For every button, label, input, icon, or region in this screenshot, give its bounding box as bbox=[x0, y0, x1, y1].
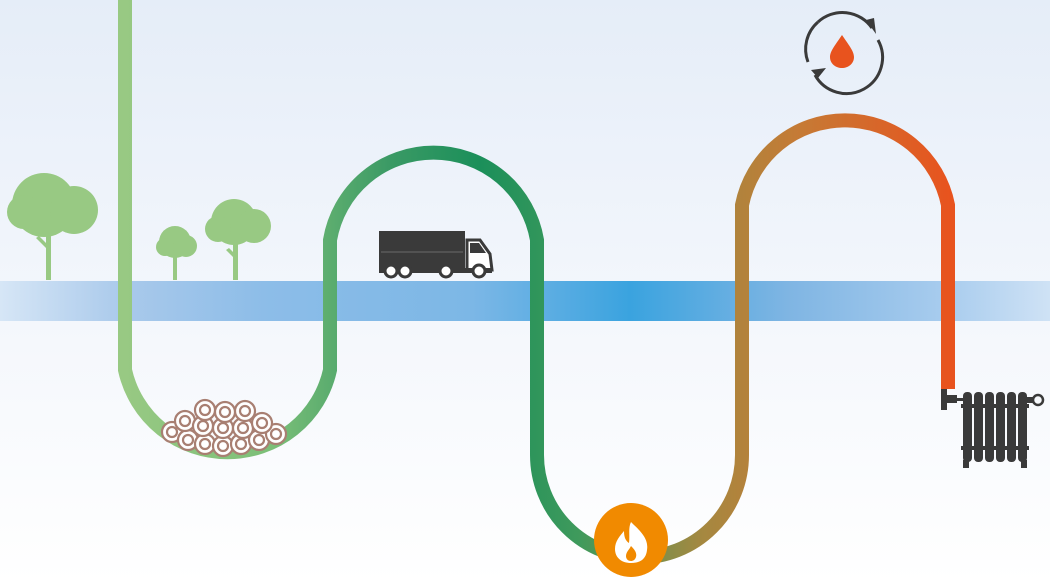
water-band bbox=[0, 281, 1050, 321]
truck-icon bbox=[379, 231, 494, 279]
flame-icon bbox=[594, 503, 668, 577]
trees-icon bbox=[7, 173, 271, 280]
radiator-icon bbox=[941, 382, 1045, 468]
log-pile-icon bbox=[160, 398, 288, 458]
recycle-drop-icon bbox=[804, 11, 885, 96]
